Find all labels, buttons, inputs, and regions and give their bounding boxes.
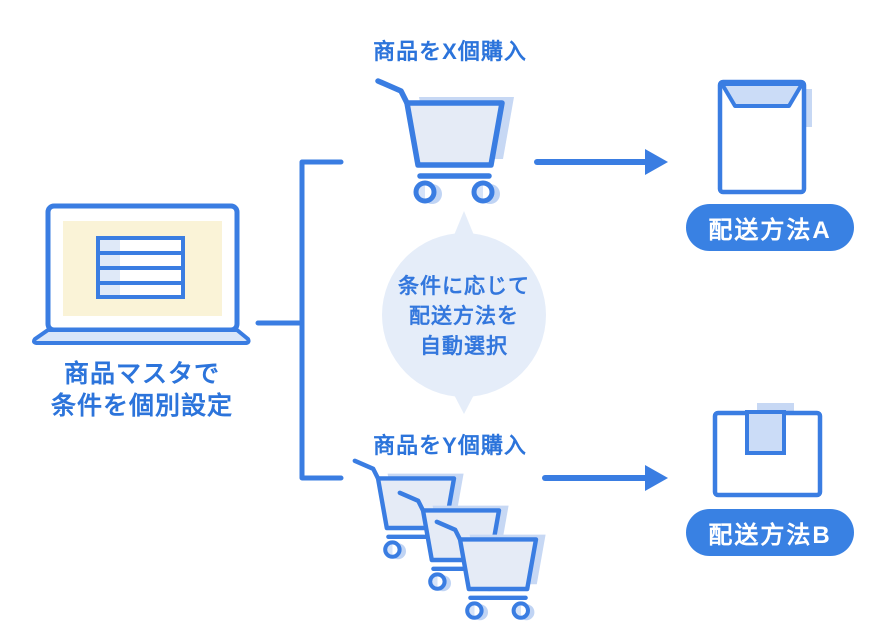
envelope-icon [717, 79, 812, 195]
bubble-text-line1: 条件に応じて [398, 275, 530, 298]
laptop-caption: 商品マスタで 条件を個別設定 [22, 358, 262, 422]
branch-top-label: 商品をX個購入 [373, 39, 527, 64]
arrow-right-bottom-icon [542, 465, 668, 491]
shopping-carts-icon [355, 461, 546, 620]
bubble-text: 条件に応じて 配送方法を 自動選択 [374, 272, 554, 362]
laptop-caption-line1: 商品マスタで [63, 360, 220, 388]
branch-bottom-label: 商品をY個購入 [373, 433, 527, 458]
shopping-cart-icon [378, 81, 514, 204]
bubble-text-line2: 配送方法を [409, 305, 519, 328]
laptop-base [32, 328, 251, 345]
bubble-text-line3: 自動選択 [420, 335, 508, 358]
laptop-table [96, 236, 185, 299]
laptop-icon [32, 203, 251, 345]
auto-select-bubble [382, 211, 546, 414]
laptop-caption-line2: 条件を個別設定 [50, 392, 233, 420]
shipping-method-b-badge: 配送方法B [686, 509, 854, 556]
package-box-icon [712, 403, 823, 498]
branch-connector [255, 159, 344, 481]
shipping-method-a-badge: 配送方法A [686, 204, 854, 251]
arrow-right-top-icon [534, 149, 668, 175]
